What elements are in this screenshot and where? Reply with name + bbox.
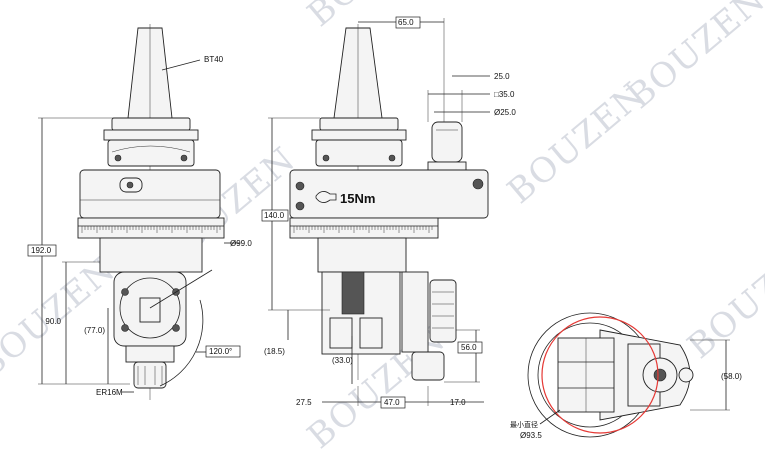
dim-56: 56.0 [461, 343, 477, 352]
flange-upper [111, 117, 191, 131]
dim-27-5: 27.5 [296, 398, 312, 407]
main-housing [79, 169, 221, 219]
side-housing [289, 169, 489, 219]
dim-d99: Ø99.0 [230, 239, 252, 248]
bt40-label: BT40 [204, 55, 224, 64]
flange-groove [103, 129, 199, 141]
dim-90: 90.0 [45, 317, 61, 326]
min-diameter-label: 最小直径 [510, 420, 538, 429]
bottom-view: (58.0) 最小直径 Ø93.5 [510, 312, 742, 440]
dim-140: 140.0 [264, 211, 285, 220]
dim-120-angle: 120.0° [209, 347, 232, 356]
watermark: BOUZEN [680, 229, 765, 367]
dim-33: (33.0) [332, 356, 353, 365]
dim-77: (77.0) [84, 326, 105, 335]
scale-ticks-side [293, 226, 433, 233]
dim-d93-5: Ø93.5 [520, 431, 542, 440]
dim-18-5: (18.5) [264, 347, 285, 356]
min-diameter-circle [541, 316, 659, 434]
watermark: BOUZEN [620, 0, 765, 117]
dim-58: (58.0) [721, 372, 742, 381]
torque-label: 15Nm [340, 191, 375, 206]
dim-192: 192.0 [31, 246, 52, 255]
front-view: BT40 192.0 90.0 (77.0) Ø99.0 120.0° ER16… [27, 24, 252, 400]
dim-25: 25.0 [494, 72, 510, 81]
dim-17: 17.0 [450, 398, 466, 407]
er16m-label: ER16M [96, 388, 123, 397]
side-view: 15Nm 65.0 25.0 □35.0 Ø25.0 [261, 16, 516, 409]
watermark: BOUZEN [300, 0, 453, 35]
flange-lower [107, 139, 195, 167]
locating-pin [431, 121, 463, 163]
dim-sq35: □35.0 [494, 90, 515, 99]
dim-65: 65.0 [398, 18, 414, 27]
dim-d25: Ø25.0 [494, 108, 516, 117]
clamp-body [429, 279, 457, 343]
scale-ticks [81, 226, 221, 233]
er16m-nut [133, 361, 167, 389]
dim-47: 47.0 [384, 398, 400, 407]
